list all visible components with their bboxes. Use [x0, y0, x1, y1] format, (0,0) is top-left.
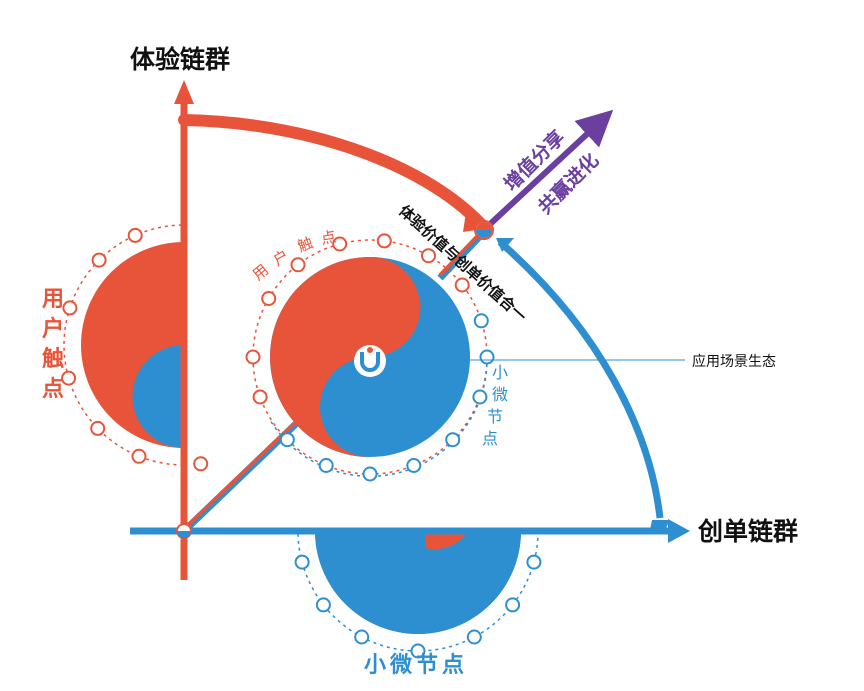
node-circle — [90, 420, 106, 436]
node-circle — [376, 233, 392, 249]
center-top-char-3: 触 — [295, 234, 315, 256]
y-axis-label: 体验链群 — [130, 45, 230, 74]
bottom-micro-label: 小微节点 — [364, 652, 468, 678]
center-right-char-3: 节 — [487, 407, 503, 426]
node-circle — [410, 643, 426, 659]
node-circle — [466, 629, 482, 645]
bottom-yin-yang — [297, 531, 539, 652]
node-circle — [421, 248, 436, 264]
node-circle — [505, 597, 521, 613]
node-circle — [354, 629, 370, 645]
node-circle — [315, 597, 331, 613]
center-right-char-1: 小 — [492, 363, 508, 382]
center-top-char-2: 户 — [270, 246, 292, 269]
node-circle — [406, 458, 422, 473]
y-axis-arrowhead — [174, 80, 194, 104]
x-axis-label: 创单链群 — [697, 517, 798, 546]
convergence-point — [474, 220, 494, 240]
node-circle — [473, 313, 489, 329]
center-top-char-1: 用 — [249, 261, 272, 284]
node-circle — [193, 456, 209, 472]
node-circle — [131, 448, 147, 464]
node-circle — [61, 370, 77, 386]
u-logo: U — [354, 345, 386, 377]
node-circle — [362, 466, 378, 482]
left-touchpoint-nodes — [61, 227, 209, 472]
node-circle — [127, 227, 143, 243]
bottom-micro-nodes — [294, 554, 542, 659]
node-circle — [479, 349, 495, 365]
center-right-char-4: 点 — [482, 429, 498, 448]
callout-label: 应用场景生态 — [692, 353, 776, 370]
center-right-char-2: 微 — [492, 385, 508, 404]
node-circle — [290, 257, 306, 273]
node-circle — [332, 236, 348, 252]
node-circle — [472, 389, 488, 405]
node-circle — [526, 554, 542, 570]
node-circle — [279, 432, 295, 448]
node-circle — [454, 277, 470, 293]
left-touchpoint-label: 用 户 触 点 — [42, 287, 64, 402]
left-label-char-4: 点 — [42, 376, 64, 402]
left-yin-yang — [63, 224, 184, 466]
left-label-char-3: 触 — [42, 346, 64, 372]
node-circle — [252, 389, 268, 405]
left-label-char-1: 用 — [42, 287, 64, 312]
node-circle — [261, 291, 277, 306]
center-top-char-4: 点 — [320, 228, 338, 248]
x-axis-arrowhead — [668, 519, 690, 543]
experience-arc — [178, 114, 488, 231]
node-circle — [91, 252, 107, 268]
node-circle — [294, 554, 310, 570]
left-label-char-2: 户 — [42, 316, 64, 342]
node-circle — [62, 300, 78, 316]
origin-point — [176, 523, 192, 539]
diagonal-upper-red — [438, 229, 484, 277]
node-circle — [445, 432, 461, 448]
center-micro-label: 小 微 节 点 — [482, 363, 508, 448]
diagonal-upper-blue — [437, 229, 487, 281]
node-circle — [245, 349, 261, 365]
center-nodes — [245, 233, 495, 482]
purple-arrow — [485, 109, 614, 229]
node-circle — [318, 458, 334, 473]
order-arc-head — [496, 238, 514, 252]
order-arc — [497, 239, 664, 519]
